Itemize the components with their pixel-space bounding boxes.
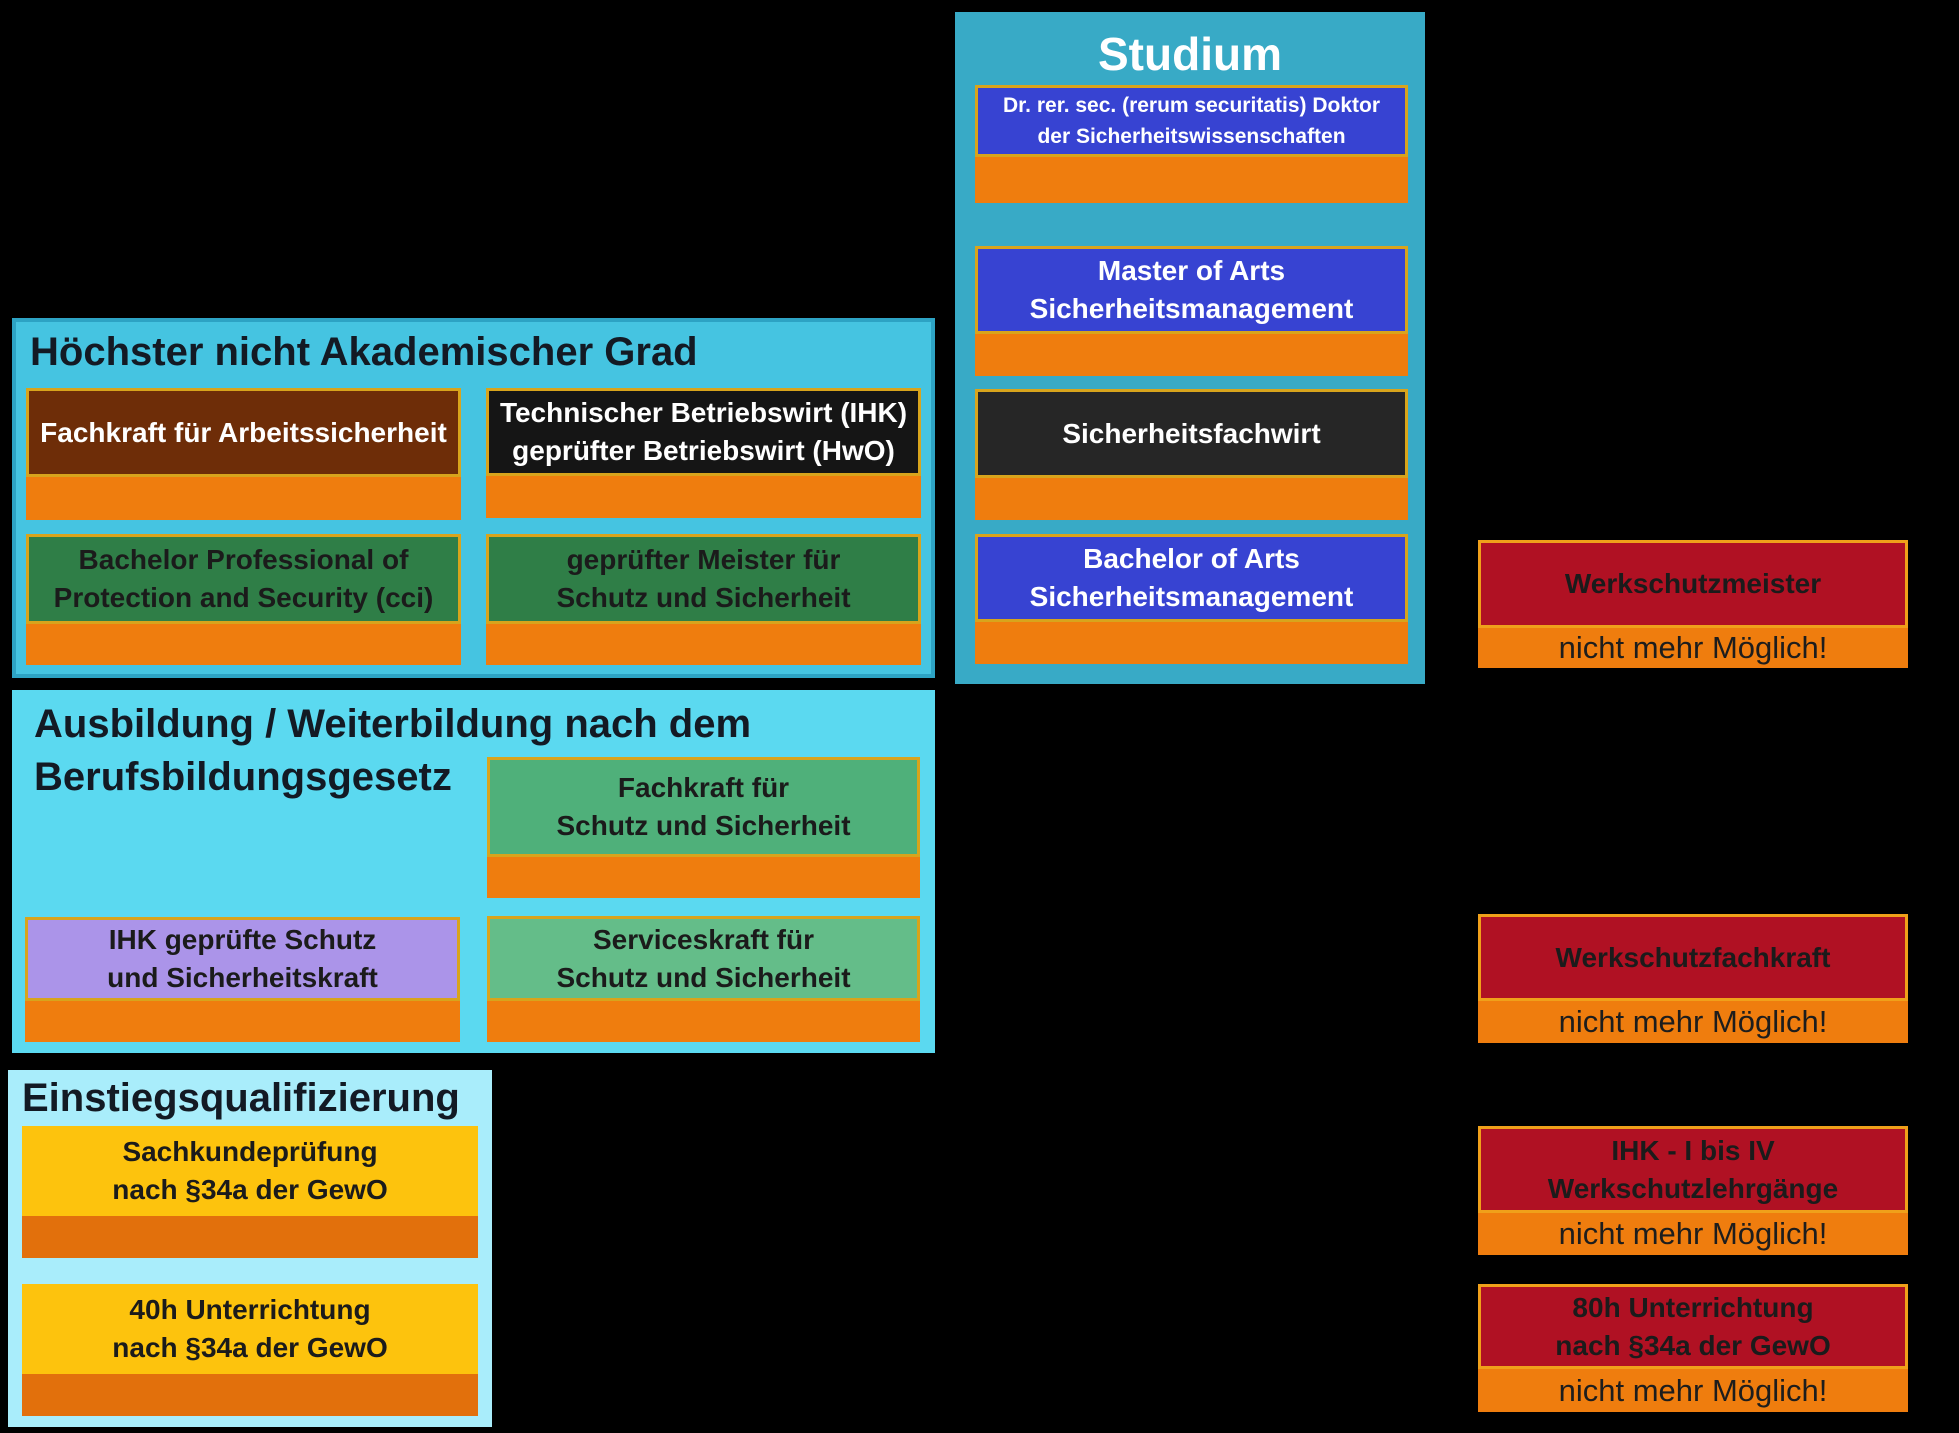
card-sachkundepruefung: Sachkundeprüfung nach §34a der GewO [22, 1126, 478, 1258]
card-label: geprüfter Meister für Schutz und Sicherh… [556, 544, 851, 613]
card-40h-unterrichtung: 40h Unterrichtung nach §34a der GewO [22, 1284, 478, 1416]
card-bar [25, 1001, 460, 1042]
panel-studium-title: Studium [1098, 28, 1282, 80]
card-bar [26, 477, 461, 520]
card-label: Technischer Betriebswirt (IHK) geprüfter… [499, 397, 908, 466]
card-werkschutzfachkraft: Werkschutzfachkraft nicht mehr Möglich! [1478, 914, 1908, 1043]
card-label: Fachkraft für Arbeitssicherheit [40, 416, 447, 448]
card-bachelor-professional: Bachelor Professional of Protection and … [26, 534, 461, 665]
card-fachkraft-arbeitssicherheit: Fachkraft für Arbeitssicherheit [26, 388, 461, 520]
card-bar [487, 1001, 920, 1042]
card-label: Fachkraft für Schutz und Sicherheit [556, 772, 851, 841]
card-box: Bachelor of Arts Sicherheitsmanagement [975, 534, 1408, 622]
card-fachkraft-schutz-sicherheit: Fachkraft für Schutz und Sicherheit [487, 757, 920, 898]
card-label: Bachelor of Arts Sicherheitsmanagement [1029, 543, 1354, 612]
card-bachelor-of-arts: Bachelor of Arts Sicherheitsmanagement [975, 534, 1408, 664]
panel-ausbildung-title: Ausbildung / Weiterbildung nach dem Beru… [34, 702, 752, 799]
card-note: nicht mehr Möglich! [1478, 1213, 1908, 1255]
card-box: IHK - I bis IV Werkschutzlehrgänge [1478, 1126, 1908, 1213]
panel-ausbildung: Ausbildung / Weiterbildung nach dem Beru… [12, 690, 935, 1053]
card-box: Bachelor Professional of Protection and … [26, 534, 461, 624]
card-box: 80h Unterrichtung nach §34a der GewO [1478, 1284, 1908, 1369]
card-werkschutzmeister: Werkschutzmeister nicht mehr Möglich! [1478, 540, 1908, 668]
card-label: IHK - I bis IV Werkschutzlehrgänge [1547, 1134, 1839, 1204]
card-box: Sachkundeprüfung nach §34a der GewO [22, 1126, 478, 1216]
card-label: Master of Arts Sicherheitsmanagement [1029, 255, 1354, 324]
card-box: geprüfter Meister für Schutz und Sicherh… [486, 534, 921, 624]
card-box: Dr. rer. sec. (rerum securitatis) Doktor… [975, 85, 1408, 157]
card-box: Master of Arts Sicherheitsmanagement [975, 246, 1408, 334]
card-box: Werkschutzmeister [1478, 540, 1908, 628]
card-label: Bachelor Professional of Protection and … [53, 544, 434, 613]
card-bar [26, 624, 461, 665]
card-box: Sicherheitsfachwirt [975, 389, 1408, 478]
card-bar [975, 157, 1408, 203]
card-box: IHK geprüfte Schutz und Sicherheitskraft [25, 917, 460, 1001]
card-gepruefter-meister: geprüfter Meister für Schutz und Sicherh… [486, 534, 921, 665]
card-note: nicht mehr Möglich! [1478, 1369, 1908, 1412]
card-bar [975, 622, 1408, 664]
card-box: 40h Unterrichtung nach §34a der GewO [22, 1284, 478, 1374]
card-bar [486, 624, 921, 665]
card-ihk-werkschutzlehrgaenge: IHK - I bis IV Werkschutzlehrgänge nicht… [1478, 1126, 1908, 1255]
card-bar [487, 857, 920, 898]
panel-studium: Studium Dr. rer. sec. (rerum securitatis… [955, 12, 1425, 684]
card-bar [22, 1216, 478, 1258]
panel-hoechster-title: Höchster nicht Akademischer Grad [30, 330, 698, 374]
card-label: 40h Unterrichtung nach §34a der GewO [112, 1294, 388, 1363]
card-label: Sachkundeprüfung nach §34a der GewO [112, 1136, 388, 1205]
card-label: Werkschutzfachkraft [1555, 941, 1831, 973]
card-bar [975, 334, 1408, 376]
card-ihk-schutz-sicherheitskraft: IHK geprüfte Schutz und Sicherheitskraft [25, 917, 460, 1042]
card-label: Sicherheitsfachwirt [1062, 417, 1321, 449]
panel-hoechster-grad: Höchster nicht Akademischer Grad Fachkra… [12, 318, 935, 678]
card-label: Dr. rer. sec. (rerum securitatis) Doktor… [1003, 93, 1380, 149]
card-label: Serviceskraft für Schutz und Sicherheit [556, 923, 851, 993]
card-box: Fachkraft für Arbeitssicherheit [26, 388, 461, 477]
card-box: Fachkraft für Schutz und Sicherheit [487, 757, 920, 857]
card-bar [22, 1374, 478, 1416]
panel-einstieg: Einstiegsqualifizierung Sachkundeprüfung… [8, 1070, 492, 1427]
card-box: Technischer Betriebswirt (IHK) geprüfter… [486, 388, 921, 476]
card-box: Werkschutzfachkraft [1478, 914, 1908, 1001]
panel-einstieg-title: Einstiegsqualifizierung [22, 1076, 460, 1120]
card-master-of-arts: Master of Arts Sicherheitsmanagement [975, 246, 1408, 376]
card-80h-unterrichtung: 80h Unterrichtung nach §34a der GewO nic… [1478, 1284, 1908, 1412]
card-note: nicht mehr Möglich! [1478, 1001, 1908, 1043]
card-bar [486, 476, 921, 518]
card-label: IHK geprüfte Schutz und Sicherheitskraft [107, 924, 378, 993]
card-bar [975, 478, 1408, 520]
card-box: Serviceskraft für Schutz und Sicherheit [487, 916, 920, 1001]
card-note: nicht mehr Möglich! [1478, 628, 1908, 668]
card-label: 80h Unterrichtung nach §34a der GewO [1555, 1291, 1831, 1361]
card-label: Werkschutzmeister [1564, 568, 1822, 600]
card-sicherheitsfachwirt: Sicherheitsfachwirt [975, 389, 1408, 520]
card-serviceskraft: Serviceskraft für Schutz und Sicherheit [487, 916, 920, 1042]
card-technischer-betriebswirt: Technischer Betriebswirt (IHK) geprüfter… [486, 388, 921, 518]
card-doktor-sicherheitswissenschaften: Dr. rer. sec. (rerum securitatis) Doktor… [975, 85, 1408, 203]
